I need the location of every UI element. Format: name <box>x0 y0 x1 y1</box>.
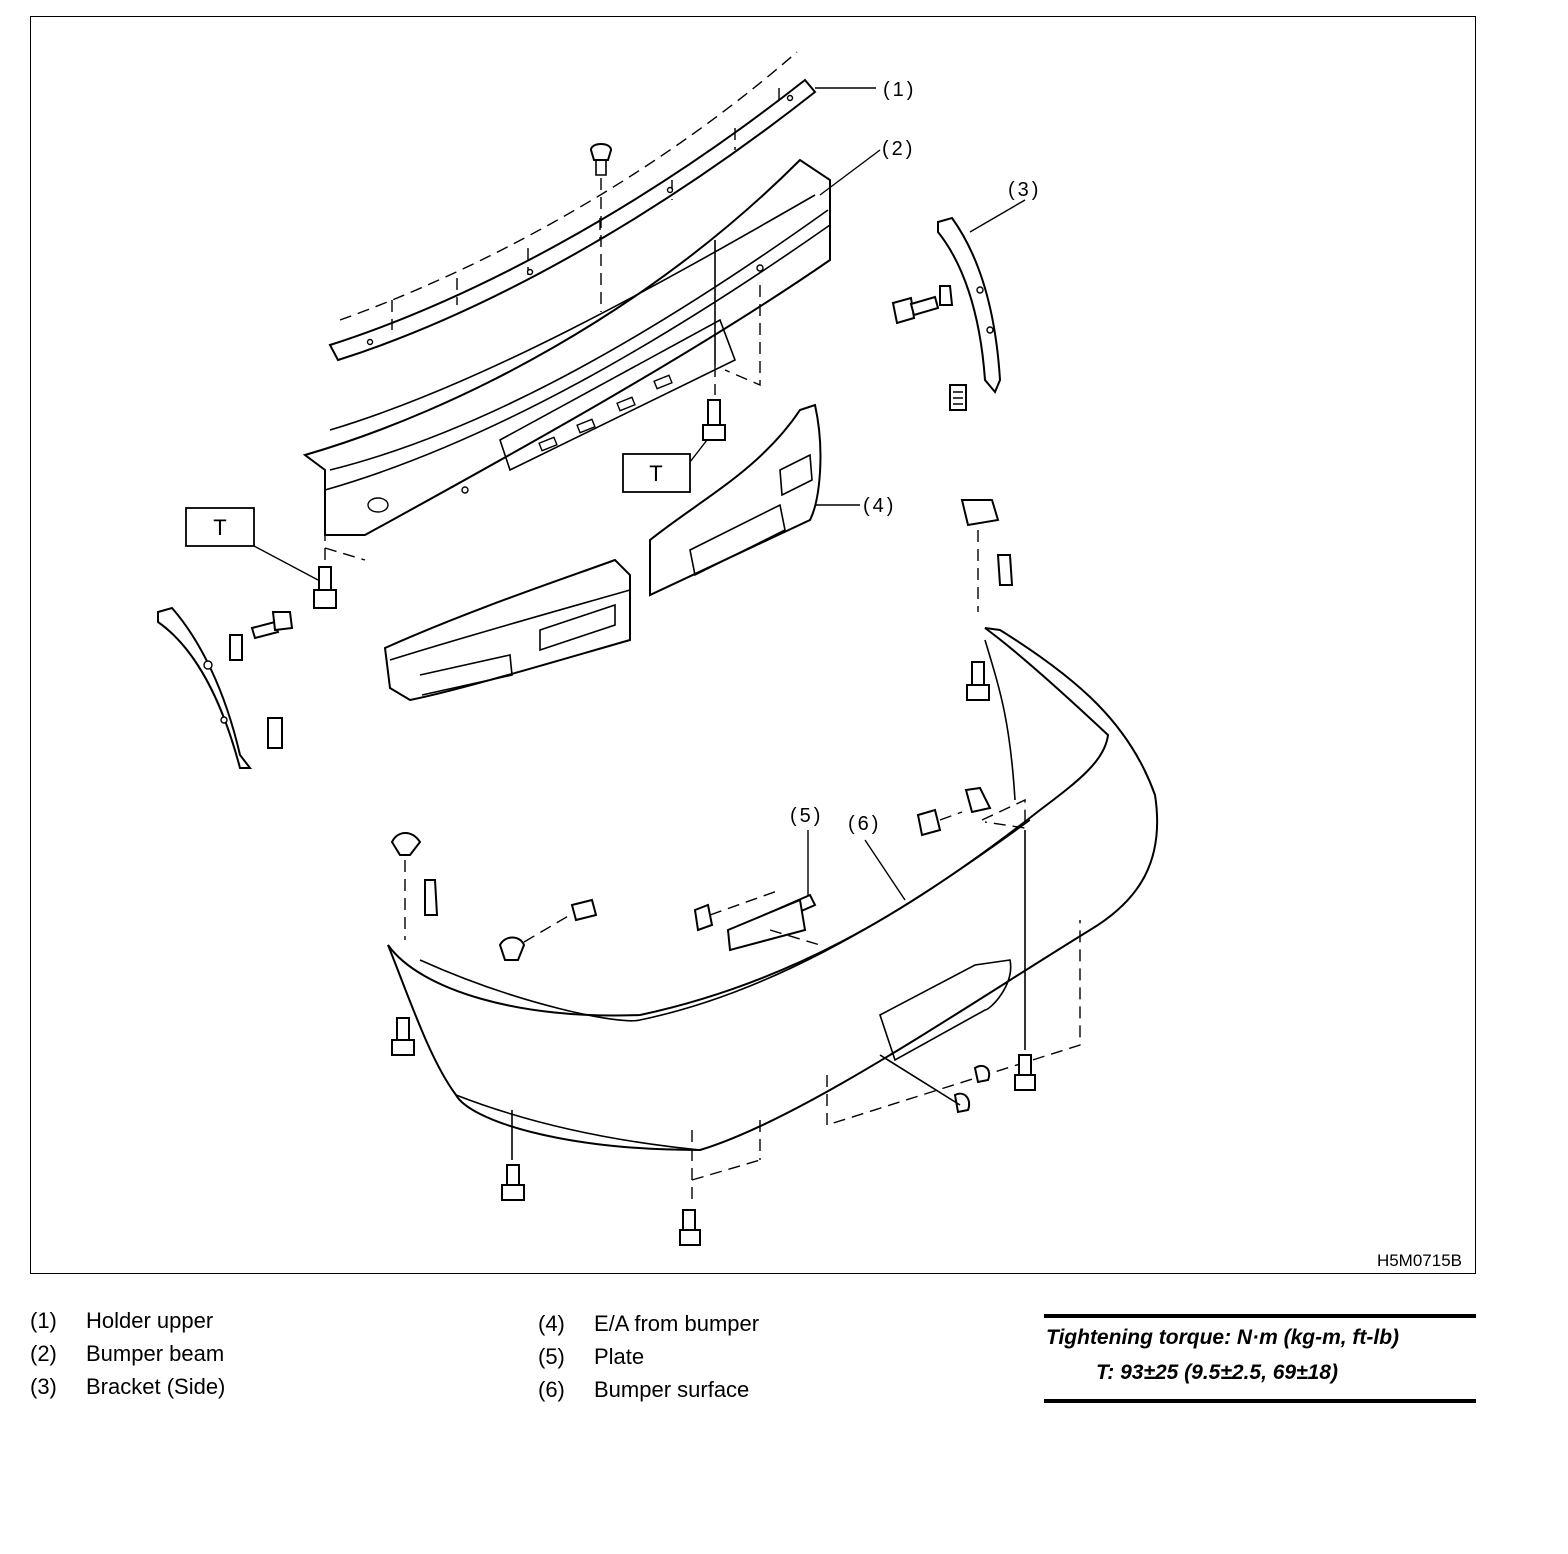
legend-item-label: Bumper beam <box>86 1341 225 1366</box>
torque-marker-label: T <box>649 461 662 486</box>
parts-legend-col2: (4) E/A from bumper (5) Plate (6) Bumper su… <box>538 1307 759 1406</box>
callout-1: (1) <box>883 79 916 101</box>
bracket-side-right <box>937 199 1026 411</box>
torque-heading: Tightening torque: N·m (kg-m, ft-lb) <box>1046 1326 1400 1349</box>
legend-item: (5) Plate <box>538 1340 759 1373</box>
bracket-side-left <box>157 606 283 769</box>
bumper-surface <box>387 627 1159 1152</box>
callout-4: (4) <box>863 495 896 517</box>
torque-marker-left: T <box>185 507 319 581</box>
torque-spec: Tightening torque: N·m (kg-m, ft-lb) T: … <box>1044 1314 1476 1404</box>
legend-item: (6) Bumper surface <box>538 1373 759 1406</box>
legend-item-label: E/A from bumper <box>594 1311 760 1336</box>
legend-item-number: (6) <box>538 1377 565 1402</box>
legend-item: (1) Holder upper <box>30 1304 225 1337</box>
legend-item-number: (3) <box>30 1374 57 1399</box>
legend-item: (3) Bracket (Side) <box>30 1370 225 1403</box>
legend-item-number: (4) <box>538 1311 565 1336</box>
bracket-bolt-left <box>229 611 294 661</box>
legend-item-number: (2) <box>30 1341 57 1366</box>
callout-3: (3) <box>1008 179 1041 201</box>
torque-top-rule <box>1044 1314 1476 1318</box>
bumper-fasteners <box>390 499 1081 1246</box>
holder-upper <box>328 51 876 362</box>
callout-2: (2) <box>882 138 915 160</box>
figure-code: H5M0715B <box>1377 1251 1462 1270</box>
legend-item-number: (5) <box>538 1344 565 1369</box>
plate <box>693 830 821 952</box>
bumper-beam <box>302 149 881 561</box>
beam-bolt-center <box>702 399 726 441</box>
bracket-bolt-right <box>891 285 954 325</box>
legend-item-label: Plate <box>594 1344 645 1369</box>
callout-5: (5) <box>790 805 823 827</box>
legend-item: (4) E/A from bumper <box>538 1307 759 1340</box>
legend-item-label: Holder upper <box>86 1308 214 1333</box>
callout-6: (6) <box>848 813 881 835</box>
clip-icon <box>589 143 613 312</box>
exploded-diagram-frame <box>30 16 1476 1274</box>
parts-legend-col1: (1) Holder upper (2) Bumper beam (3) Bracke… <box>30 1304 225 1403</box>
torque-marker-label: T <box>213 515 226 540</box>
ea-from-bumper <box>383 403 860 702</box>
legend-item-number: (1) <box>30 1308 57 1333</box>
legend-item-label: Bumper surface <box>594 1377 750 1402</box>
torque-value: T: 93±25 (9.5±2.5, 69±18) <box>1096 1361 1338 1384</box>
torque-marker-center: T <box>622 439 708 493</box>
beam-bolt-left <box>313 548 337 609</box>
legend-item-label: Bracket (Side) <box>86 1374 226 1399</box>
torque-bottom-rule <box>1044 1399 1476 1403</box>
legend-item: (2) Bumper beam <box>30 1337 225 1370</box>
